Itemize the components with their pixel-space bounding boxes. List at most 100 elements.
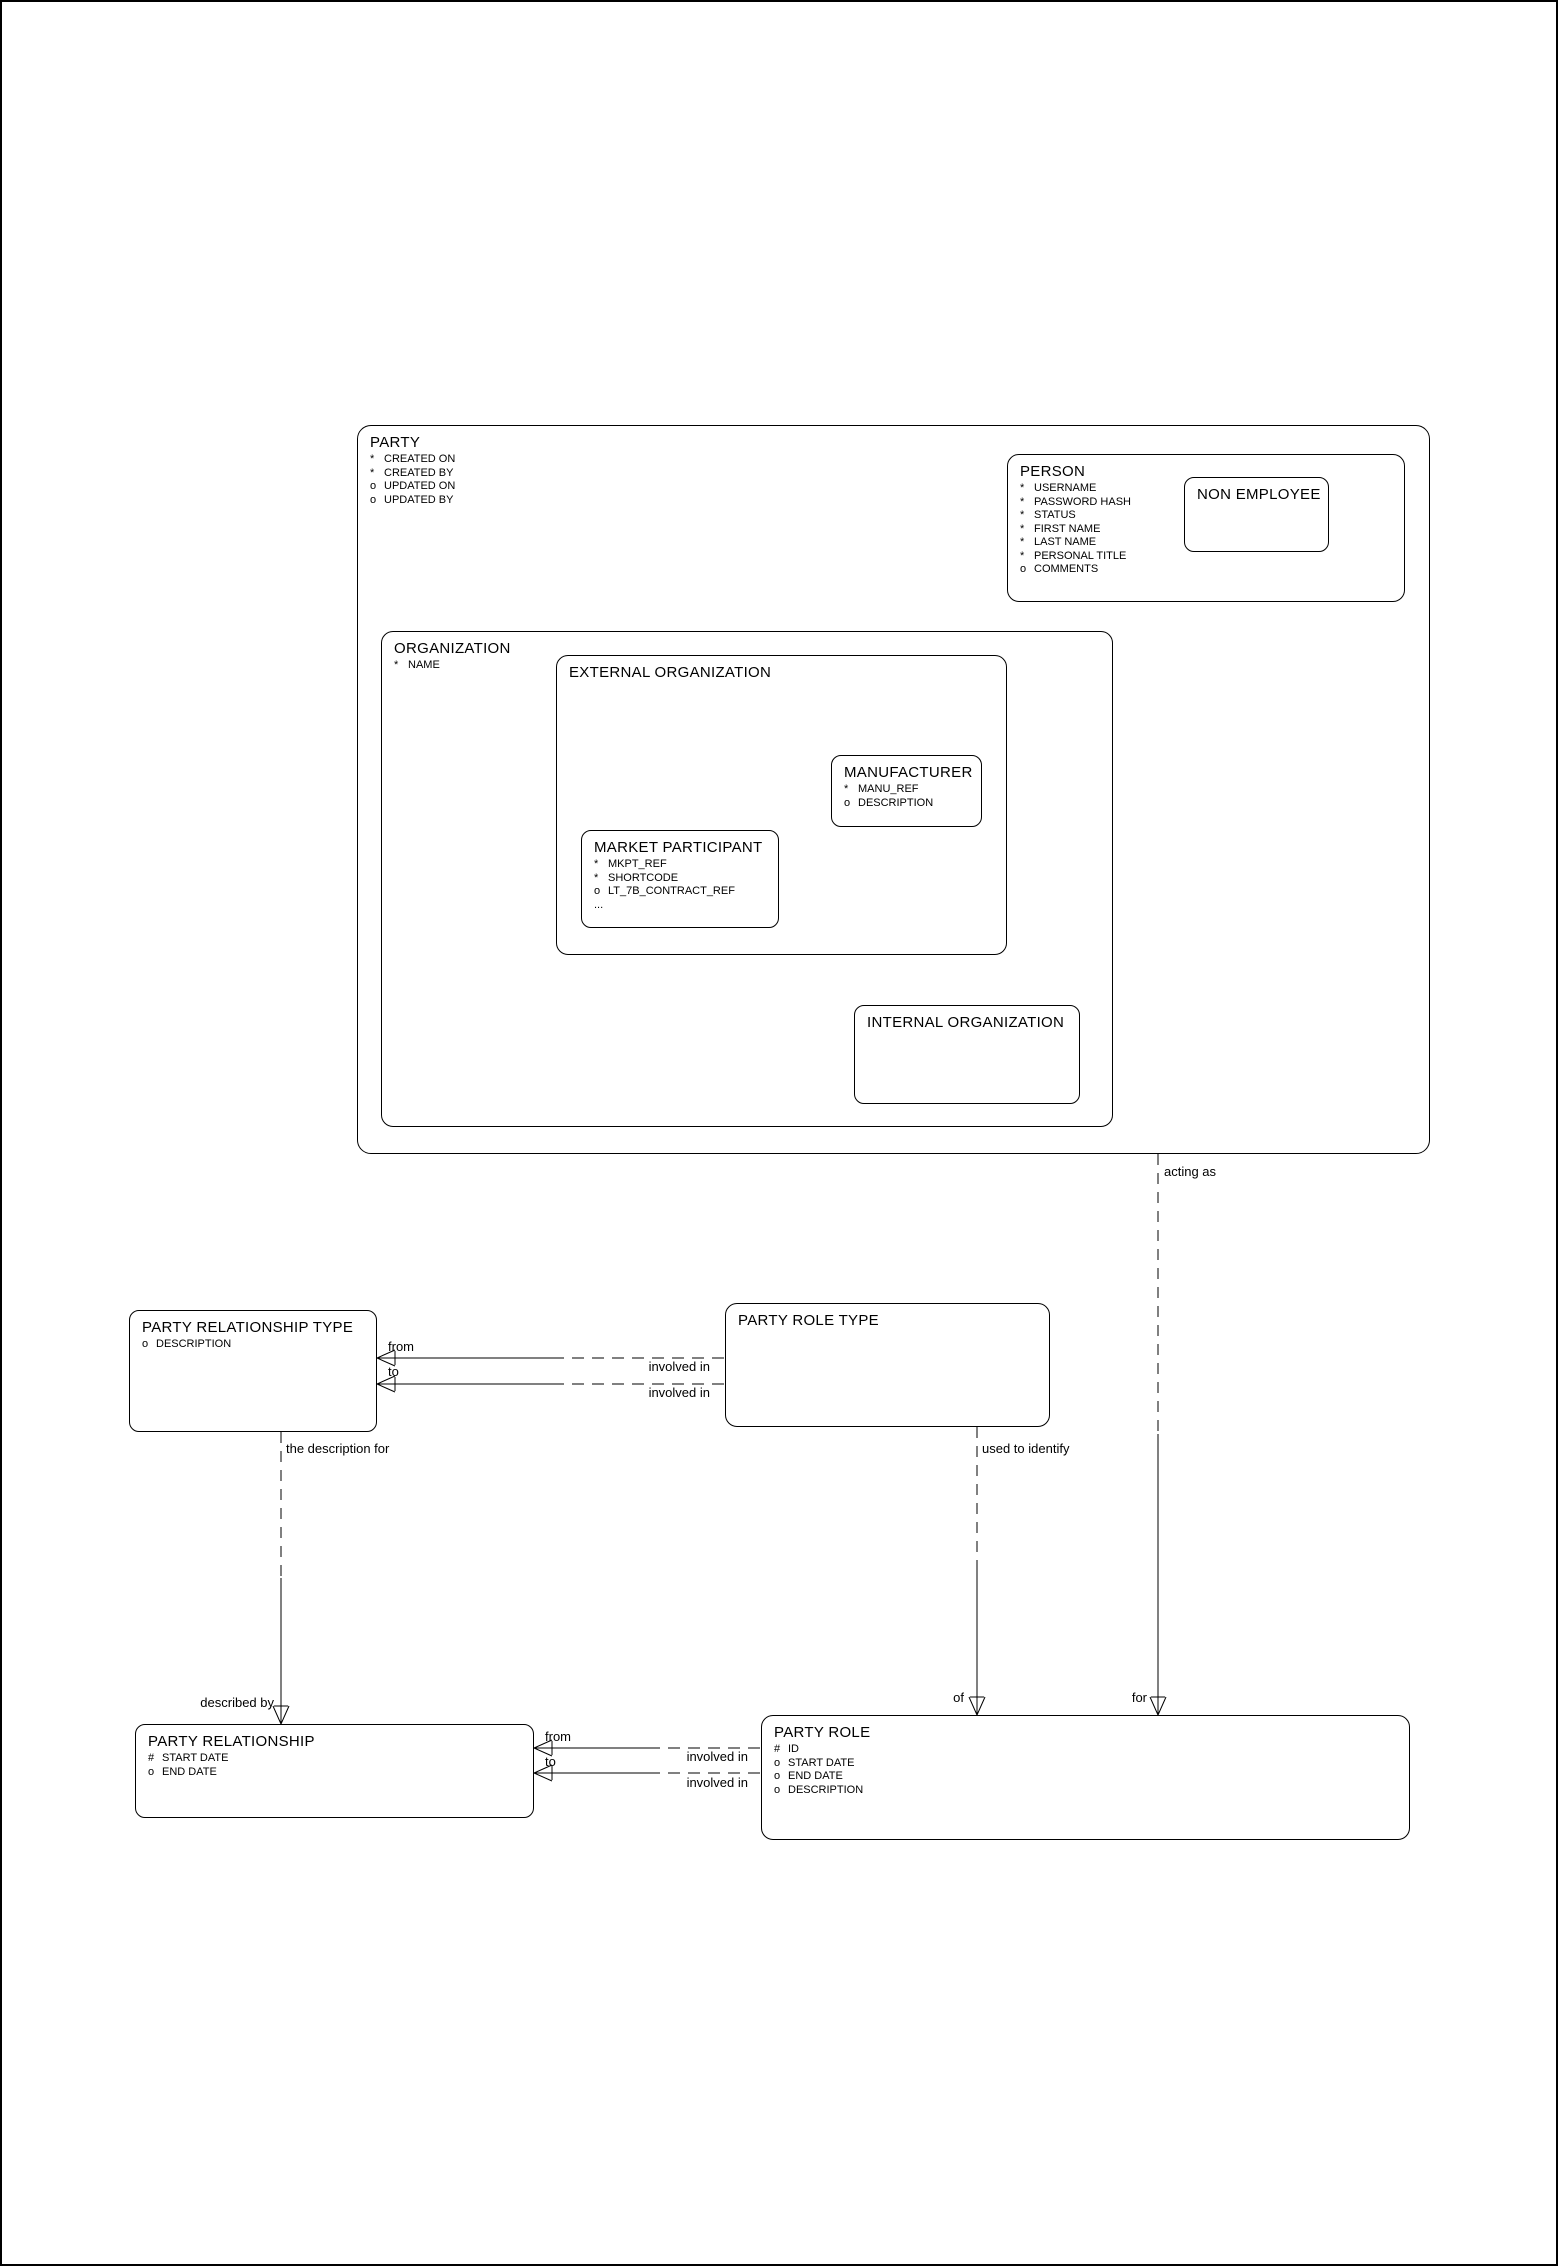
attribute-row: * CREATED ON xyxy=(370,453,1417,467)
attribute-row: o LT_7B_CONTRACT_REF xyxy=(594,885,766,899)
attribute-name: FIRST NAME xyxy=(1034,522,1101,535)
attribute-row: o DESCRIPTION xyxy=(774,1784,1397,1798)
entity-title: ORGANIZATION xyxy=(394,640,511,657)
entity-title: PARTY ROLE TYPE xyxy=(738,1312,879,1329)
label-involved-in-bottom-1: involved in xyxy=(686,1749,748,1764)
label-to-bottom: to xyxy=(545,1754,556,1769)
attribute-row: # ID xyxy=(774,1743,1397,1757)
entity-title: PARTY xyxy=(370,434,421,451)
relationship-to-involved-in-top[interactable] xyxy=(375,1375,725,1393)
attribute-marker: * xyxy=(844,783,849,795)
attribute-row: o UPDATED BY xyxy=(370,494,1417,508)
entity-title: EXTERNAL ORGANIZATION xyxy=(569,664,772,681)
attribute-list: o DESCRIPTION xyxy=(142,1338,364,1352)
attribute-list: * USERNAME * PASSWORD HASH * STATUS * FI… xyxy=(1020,482,1392,577)
attribute-list: # ID o START DATE o END DATE o DESCRIPTI… xyxy=(774,1743,1397,1797)
label-used-to-identify: used to identify xyxy=(982,1441,1070,1456)
attribute-marker: o xyxy=(844,796,851,809)
attribute-row: * STATUS xyxy=(1020,509,1392,523)
attribute-row: * PASSWORD HASH xyxy=(1020,496,1392,510)
entity-party-role-type[interactable]: PARTY ROLE TYPE xyxy=(725,1303,1050,1427)
attribute-name: CREATED ON xyxy=(384,453,456,465)
attribute-marker: o xyxy=(142,1338,149,1350)
attribute-name: MKPT_REF xyxy=(608,858,667,870)
attribute-row: o END DATE xyxy=(774,1770,1397,1784)
attribute-row: ... xyxy=(594,899,766,913)
attribute-row: * MKPT_REF xyxy=(594,858,766,872)
attribute-name: START DATE xyxy=(162,1752,229,1764)
relationship-to-involved-in-bottom[interactable] xyxy=(532,1764,761,1782)
label-from-top: from xyxy=(388,1339,414,1354)
label-acting-as: acting as xyxy=(1164,1164,1217,1179)
attribute-marker: o xyxy=(774,1783,781,1796)
attribute-name: END DATE xyxy=(788,1770,843,1782)
attribute-marker: * xyxy=(1020,536,1025,548)
attribute-row: * NAME xyxy=(394,659,1100,673)
attribute-row: * MANU_REF xyxy=(844,783,969,797)
attribute-marker: ... xyxy=(594,898,604,911)
entity-title: PARTY RELATIONSHIP TYPE xyxy=(142,1319,354,1336)
relationship-used-to-identify-of[interactable] xyxy=(968,1427,986,1717)
label-of: of xyxy=(953,1690,964,1705)
relationship-from-involved-in-top[interactable] xyxy=(375,1349,725,1367)
attribute-marker: o xyxy=(774,1756,781,1769)
entity-internal-organization[interactable]: INTERNAL ORGANIZATION xyxy=(854,1005,1080,1104)
attribute-marker: * xyxy=(370,453,375,465)
entity-title: INTERNAL ORGANIZATION xyxy=(867,1014,1065,1031)
attribute-name: DESCRIPTION xyxy=(156,1338,232,1350)
attribute-row: o END DATE xyxy=(148,1766,521,1780)
attribute-row: o DESCRIPTION xyxy=(142,1338,364,1352)
attribute-name: LT_7B_CONTRACT_REF xyxy=(608,885,735,897)
label-for: for xyxy=(1131,1690,1147,1705)
attribute-row: * USERNAME xyxy=(1020,482,1392,496)
label-described-by: described by xyxy=(200,1695,274,1710)
entity-party-relationship[interactable]: PARTY RELATIONSHIP # START DATE o END DA… xyxy=(135,1724,534,1818)
attribute-row: # START DATE xyxy=(148,1752,521,1766)
attribute-marker: # xyxy=(774,1743,781,1755)
attribute-name: STATUS xyxy=(1034,509,1076,521)
attribute-marker: * xyxy=(1020,482,1025,494)
attribute-name: ID xyxy=(788,1743,799,1755)
attribute-list: # START DATE o END DATE xyxy=(148,1752,521,1779)
attribute-row: * LAST NAME xyxy=(1020,536,1392,550)
label-from-bottom: from xyxy=(545,1729,571,1744)
label-to-top: to xyxy=(388,1364,399,1379)
entity-title: MARKET PARTICIPANT xyxy=(594,839,763,856)
attribute-name: COMMENTS xyxy=(1034,563,1099,575)
attribute-row: * FIRST NAME xyxy=(1020,523,1392,537)
entity-party-role[interactable]: PARTY ROLE # ID o START DATE o END DATE xyxy=(761,1715,1410,1840)
entity-title: PARTY RELATIONSHIP xyxy=(148,1733,315,1750)
attribute-name: UPDATED ON xyxy=(384,480,456,492)
attribute-marker: o xyxy=(774,1770,781,1782)
attribute-name: NAME xyxy=(408,659,440,671)
entity-non-employee[interactable]: NON EMPLOYEE xyxy=(1184,477,1329,552)
relationship-from-involved-in-bottom[interactable] xyxy=(532,1739,761,1757)
attribute-marker: o xyxy=(594,885,601,897)
entity-title: NON EMPLOYEE xyxy=(1197,486,1321,503)
attribute-marker: o xyxy=(370,493,377,506)
attribute-row: * CREATED BY xyxy=(370,467,1417,481)
attribute-name: START DATE xyxy=(788,1756,855,1769)
entity-manufacturer[interactable]: MANUFACTURER * MANU_REF o DESCRIPTION xyxy=(831,755,982,827)
attribute-row: o COMMENTS xyxy=(1020,563,1392,577)
attribute-list: * MKPT_REF * SHORTCODE o LT_7B_CONTRACT_… xyxy=(594,858,766,912)
attribute-name: USERNAME xyxy=(1034,482,1097,494)
entity-title: PERSON xyxy=(1020,463,1086,480)
relationship-description-for-described-by[interactable] xyxy=(272,1432,290,1726)
attribute-marker: * xyxy=(594,871,599,884)
entity-party-relationship-type[interactable]: PARTY RELATIONSHIP TYPE o DESCRIPTION xyxy=(129,1310,377,1432)
label-the-description-for: the description for xyxy=(286,1441,390,1456)
attribute-row: o START DATE xyxy=(774,1757,1397,1771)
attribute-name: MANU_REF xyxy=(858,783,919,795)
attribute-marker: * xyxy=(1020,522,1025,535)
relationship-acting-as-for[interactable] xyxy=(1149,1154,1167,1717)
attribute-name: SHORTCODE xyxy=(608,871,679,884)
attribute-marker: o xyxy=(148,1765,155,1778)
attribute-marker: * xyxy=(1020,509,1025,521)
entity-market-participant[interactable]: MARKET PARTICIPANT * MKPT_REF * SHORTCOD… xyxy=(581,830,779,928)
attribute-list: * CREATED ON * CREATED BY o UPDATED ON o… xyxy=(370,453,1417,507)
attribute-name: UPDATED BY xyxy=(384,493,454,506)
attribute-marker: * xyxy=(394,659,399,671)
attribute-marker: * xyxy=(370,466,375,479)
